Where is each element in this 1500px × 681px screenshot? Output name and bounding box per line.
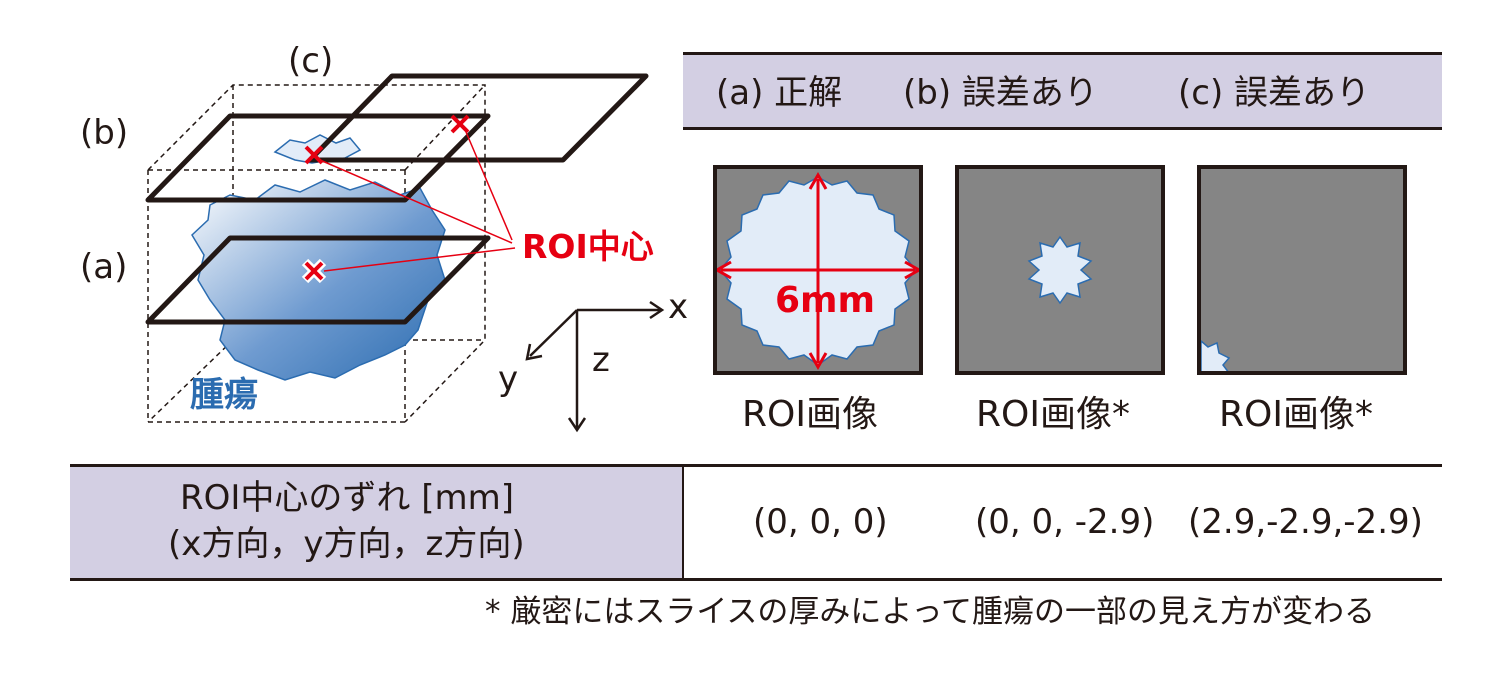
- table-bottom-rule: [70, 578, 1442, 581]
- offset-row-label-line2: (x方向，y方向，z方向): [168, 524, 525, 564]
- axis-label-y: y: [498, 359, 519, 399]
- roi-center-label: ROI中心: [522, 227, 654, 266]
- table-row-header: [70, 467, 682, 578]
- roi-caption-a: ROI画像: [742, 394, 878, 435]
- header-bottom-rule: [683, 127, 1442, 130]
- tumor-label: 腫瘍: [190, 375, 258, 415]
- header-row: [683, 55, 1442, 128]
- roi-marker-a: [301, 258, 327, 284]
- table-top-rule: [70, 464, 1442, 467]
- roi-marker-b: [304, 145, 324, 165]
- dimension-arrows: [717, 171, 919, 371]
- dimension-label: 6mm: [775, 280, 876, 321]
- roi-panel-a: 6mm: [713, 165, 923, 375]
- slice-label-c: (c): [288, 41, 334, 81]
- roi-tumor-corner: [1201, 340, 1231, 371]
- roi-marker-c: [450, 114, 470, 134]
- offset-row-label-line1: ROI中心のずれ [mm]: [180, 478, 514, 518]
- axis-arrows: [525, 300, 665, 433]
- header-col-c: (c) 誤差あり: [1178, 73, 1371, 113]
- tumor-slice-diagram: [145, 73, 665, 433]
- offset-value-a: (0, 0, 0): [753, 502, 888, 542]
- offset-value-c: (2.9,-2.9,-2.9): [1188, 502, 1423, 542]
- roi-leader-lines: [319, 131, 516, 272]
- table-divider: [682, 467, 684, 578]
- slice-label-a: (a): [80, 247, 128, 287]
- roi-panel-b: [955, 165, 1165, 375]
- roi-center-markers: [301, 114, 470, 284]
- roi-tumor-small: [1027, 235, 1093, 305]
- offset-value-b: (0, 0, -2.9): [975, 502, 1155, 542]
- header-top-rule: [683, 52, 1442, 55]
- roi-caption-b: ROI画像*: [976, 394, 1130, 435]
- slice-plane-b: [145, 113, 491, 203]
- axis-label-z: z: [592, 340, 610, 380]
- header-col-a: (a) 正解: [716, 73, 843, 113]
- header-col-b: (b) 誤差あり: [903, 73, 1098, 113]
- footnote: * 厳密にはスライスの厚みによって腫瘍の一部の見え方が変わる: [485, 594, 1375, 630]
- roi-panel-c: [1197, 165, 1407, 375]
- slice-label-b: (b): [80, 113, 129, 153]
- axis-label-x: x: [668, 287, 689, 327]
- slice-plane-a: [145, 235, 491, 325]
- roi-caption-c: ROI画像*: [1219, 394, 1373, 435]
